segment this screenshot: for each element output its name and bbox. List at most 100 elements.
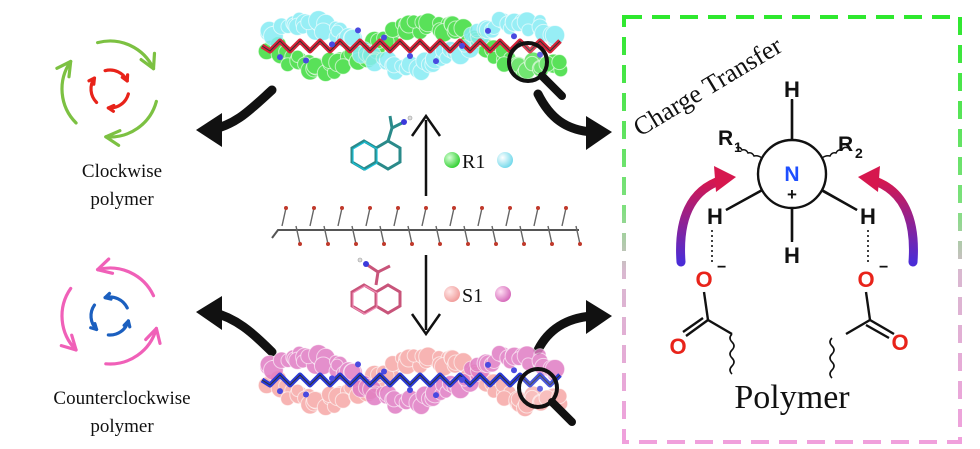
- cycle-arrowhead: [55, 59, 73, 79]
- cycle-arrowhead: [120, 73, 130, 83]
- chain-sidechain: [449, 207, 455, 227]
- chain-sidechain: [477, 207, 483, 227]
- helix-r1-model: [257, 10, 569, 84]
- charge-transfer-panel: Charge Transfer H H H H R 1 R 2 N +: [622, 15, 962, 444]
- chain-sidechain: [337, 207, 343, 227]
- helix-bead: [355, 27, 361, 34]
- cycle-arc: [95, 266, 156, 298]
- chain-sidechain: [407, 225, 413, 245]
- s1-molecule: [350, 257, 402, 315]
- cycle-arc: [60, 59, 78, 125]
- chain-oxygen: [326, 242, 330, 246]
- helix-bead: [537, 51, 543, 58]
- chain-oxygen: [368, 206, 372, 210]
- hydrogen-top: H: [784, 77, 800, 102]
- cycle-arrowhead: [95, 257, 115, 275]
- negative-charge-left: −: [717, 259, 726, 276]
- r2-substituent-index: 2: [855, 145, 863, 161]
- clockwise-label-line2: polymer: [90, 189, 154, 210]
- cycle-arrowhead: [59, 333, 78, 352]
- cycle-arrowhead: [106, 103, 116, 113]
- chain-oxygen: [522, 242, 526, 246]
- chain-oxygen: [578, 242, 582, 246]
- r1-green-dot: [444, 152, 460, 168]
- oxygen-anion-right: O: [857, 267, 874, 292]
- arrow-up: [410, 113, 442, 196]
- chain-sidechain: [547, 225, 553, 245]
- chain-sidechain: [435, 225, 441, 245]
- arrow-down: [410, 255, 442, 337]
- curved-arrow-top-left: [196, 85, 277, 147]
- chain-oxygen: [452, 206, 456, 210]
- chain-oxygen: [438, 242, 442, 246]
- charge-transfer-arrow-right: [858, 166, 918, 267]
- chain-sidechain: [295, 225, 301, 245]
- helix-bead: [381, 368, 387, 375]
- positive-charge: +: [787, 185, 797, 204]
- chain-sidechain: [421, 207, 427, 227]
- hydrogen-left: H: [707, 204, 723, 229]
- helix-bead: [407, 52, 413, 59]
- chain-oxygen: [298, 242, 302, 246]
- chain-sidechain: [575, 225, 581, 245]
- chain-sidechain: [351, 225, 357, 245]
- helix-bead: [459, 376, 465, 383]
- helix-bead: [303, 57, 309, 64]
- chain-backbone: [271, 229, 579, 239]
- nitrogen-atom: N: [784, 163, 799, 186]
- r1-substituent-index: 1: [734, 139, 742, 155]
- cycle-arc: [104, 326, 158, 366]
- chain-sidechain: [505, 207, 511, 227]
- helix-bead: [355, 361, 361, 368]
- cycle-arrowhead: [144, 326, 162, 345]
- chain-sidechain: [323, 225, 329, 245]
- helix-bead: [485, 27, 491, 34]
- charge-transfer-arrow-left: [676, 166, 736, 267]
- chain-oxygen: [466, 242, 470, 246]
- chain-oxygen: [564, 206, 568, 210]
- helix-bead: [303, 391, 309, 398]
- r1-molecule: [350, 115, 413, 171]
- helix-atom: [551, 54, 568, 71]
- chain-sidechain: [365, 207, 371, 227]
- chain-sidechain: [491, 225, 497, 245]
- magnifier-icon: [507, 41, 566, 100]
- helix-bead: [537, 385, 543, 392]
- chain-oxygen: [550, 242, 554, 246]
- charge-transfer-title: Charge Transfer: [628, 31, 787, 142]
- s1-pink-dot: [495, 286, 511, 302]
- chain-oxygen: [396, 206, 400, 210]
- helix-bead: [433, 392, 439, 399]
- magnifier-icon: [517, 367, 576, 426]
- r1-substituent: R: [718, 127, 733, 150]
- helix-bead: [329, 41, 335, 48]
- chain-oxygen: [312, 206, 316, 210]
- cycle-arrowhead: [122, 319, 132, 329]
- polymer-chain-model: [271, 206, 582, 246]
- helix-backbone-outline: [261, 374, 561, 386]
- helix-bead: [433, 58, 439, 65]
- s1-legend: S1: [444, 285, 511, 307]
- dashed-frame: [622, 15, 962, 444]
- chain-oxygen: [410, 242, 414, 246]
- helix-spheres-b: [259, 10, 566, 81]
- helix-bead: [381, 34, 387, 41]
- curved-arrow-bottom-right: [533, 300, 612, 355]
- polymer-label: Polymer: [734, 379, 850, 416]
- cycle-arrowhead: [104, 129, 122, 147]
- chain-sidechain: [533, 207, 539, 227]
- helix-bead: [511, 33, 517, 40]
- helix-atom: [544, 24, 566, 46]
- chain-oxygen: [536, 206, 540, 210]
- s1-salmon-dot: [444, 286, 460, 302]
- r2-substituent: R: [838, 133, 853, 156]
- curved-arrow-bottom-left: [196, 296, 277, 357]
- cycle-arc: [104, 99, 158, 139]
- helix-bead: [277, 388, 283, 395]
- hydrogen-right: H: [860, 204, 876, 229]
- hydrogen-bottom: H: [784, 243, 800, 268]
- chain-oxygen: [424, 206, 428, 210]
- cw-outer-arrows: [55, 39, 158, 147]
- oxygen-anion-left: O: [695, 267, 712, 292]
